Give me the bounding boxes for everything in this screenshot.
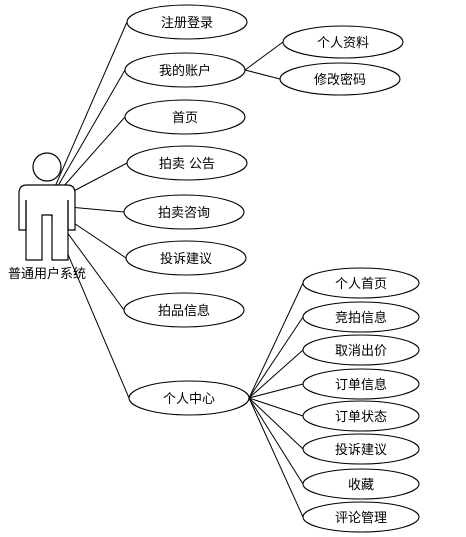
edge-center-personal-home [248,282,304,399]
use-case-label: 修改密码 [314,72,366,88]
use-case-ellipse [302,267,420,299]
use-case-favorites[interactable]: 收藏 [302,468,420,500]
use-case-label: 竞拍信息 [335,310,387,326]
use-case-item-info[interactable]: 拍品信息 [123,292,245,328]
edge-center-cancel-bid [248,349,304,399]
use-case-complaint[interactable]: 投诉建议 [125,240,247,276]
edge-center-bid-info [248,316,304,399]
edge-center-order-info [248,383,304,399]
use-case-label: 个人资料 [317,36,369,51]
use-case-ellipse [125,240,247,276]
use-case-ellipse [302,368,420,400]
use-case-label: 收藏 [348,478,374,493]
use-case-label: 拍卖咨询 [158,206,210,221]
use-case-ellipse [302,400,420,432]
actor-label: 普通用户系统 [8,266,86,282]
edge-account-change-password [244,69,281,80]
use-case-ellipse [126,4,248,40]
edge-actor-account [46,69,126,206]
use-case-auction-consult[interactable]: 拍卖咨询 [123,194,245,230]
use-case-label: 个人首页 [335,277,387,292]
edge-account-profile [244,41,284,71]
use-case-center-complaint[interactable]: 投诉建议 [302,433,420,465]
use-case-ellipse [128,380,250,416]
actor-figure-icon [18,152,76,261]
use-case-account[interactable]: 我的账户 [124,52,246,88]
use-case-label: 我的账户 [159,63,211,79]
edge-actor-register [46,21,128,206]
use-case-auction-notice[interactable]: 拍卖 公告 [126,145,248,181]
use-case-review-manage[interactable]: 评论管理 [302,501,420,533]
use-case-order-info[interactable]: 订单信息 [302,368,420,400]
use-case-label: 拍卖 公告 [159,157,215,172]
use-case-label: 投诉建议 [335,442,387,458]
use-case-ellipse [302,301,420,333]
use-case-change-password[interactable]: 修改密码 [279,62,401,96]
use-case-label: 订单信息 [335,377,387,393]
use-case-ellipse [282,25,404,59]
use-case-ellipse [123,292,245,328]
edge-center-center-complaint [248,397,304,450]
use-case-personal-home[interactable]: 个人首页 [302,267,420,299]
edge-center-order-status [248,397,304,417]
use-case-label: 取消出价 [335,344,387,359]
use-case-label: 订单状态 [335,410,387,425]
edge-center-favorites [248,397,304,485]
use-case-personal-center[interactable]: 个人中心 [128,380,250,416]
use-case-label: 首页 [172,111,198,126]
use-case-profile[interactable]: 个人资料 [282,25,404,59]
use-case-label: 个人中心 [163,392,215,407]
use-case-bid-info[interactable]: 竞拍信息 [302,301,420,333]
use-case-register[interactable]: 注册登录 [126,4,248,40]
use-case-ellipse [123,194,245,230]
use-case-ellipse [124,99,246,135]
use-case-home[interactable]: 首页 [124,99,246,135]
use-case-label: 评论管理 [335,511,387,526]
use-case-ellipse [302,433,420,465]
use-case-ellipse [302,468,420,500]
use-case-label: 拍品信息 [158,303,210,319]
use-case-ellipse [302,501,420,533]
use-case-label: 投诉建议 [160,251,212,267]
edge-center-review-manage [248,397,304,518]
use-case-ellipse [279,62,401,96]
use-case-cancel-bid[interactable]: 取消出价 [302,334,420,366]
use-case-ellipse [126,145,248,181]
use-case-ellipse [302,334,420,366]
use-case-order-status[interactable]: 订单状态 [302,400,420,432]
use-case-label: 注册登录 [161,16,213,31]
use-case-ellipse [124,52,246,88]
